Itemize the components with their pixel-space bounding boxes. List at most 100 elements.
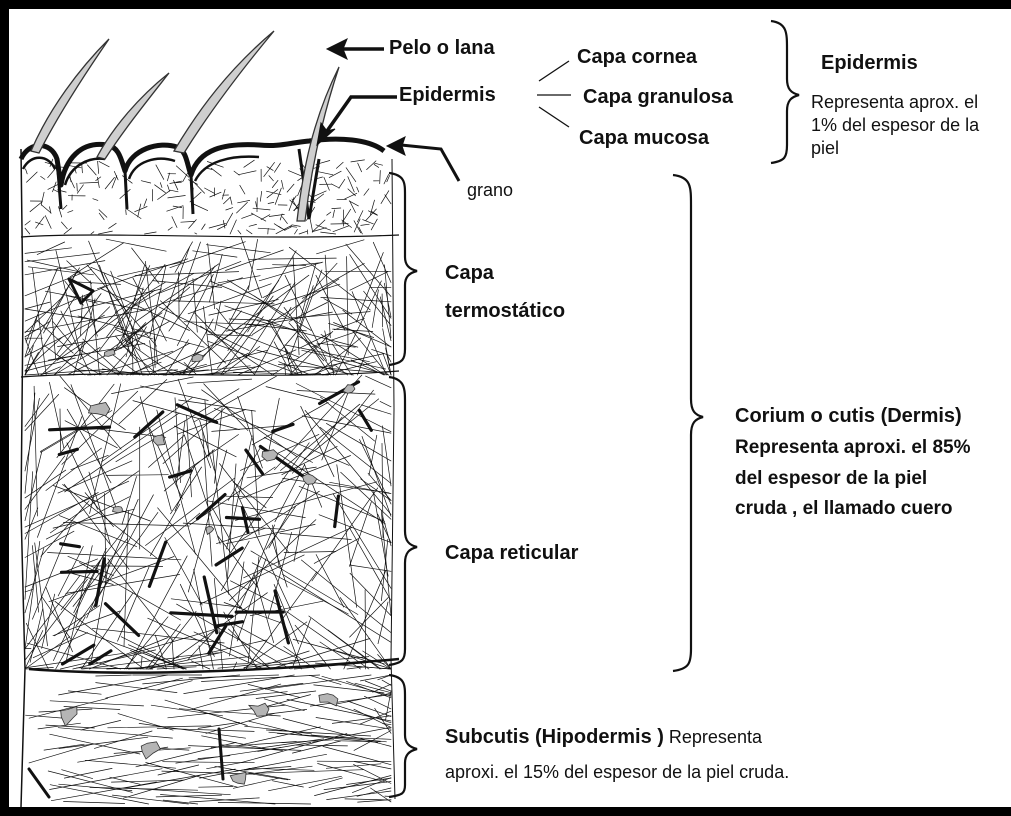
fiber-line	[345, 799, 391, 800]
fiber-line	[158, 765, 199, 775]
fiber-line	[333, 210, 335, 218]
fiber-line	[209, 224, 225, 229]
fiber-line	[336, 162, 343, 168]
fiber-line	[58, 461, 132, 493]
fiber-line	[337, 465, 357, 608]
label-corium-desc-2: del espesor de la piel	[735, 467, 927, 490]
fiber-line	[25, 393, 35, 493]
fiber-line	[41, 192, 44, 205]
fiber-line	[264, 709, 306, 714]
fiber-line	[373, 684, 391, 692]
fiber-line	[105, 177, 114, 189]
fiber-line	[126, 210, 127, 215]
fiber-line	[289, 303, 327, 322]
fiber-line	[343, 310, 391, 347]
fiber-line	[211, 168, 221, 176]
fiber-line	[227, 518, 260, 520]
fiber-line	[272, 781, 303, 787]
fiber-line	[189, 220, 197, 229]
fiber-line	[326, 423, 391, 461]
fiber-line	[80, 182, 98, 183]
fiber-line	[382, 294, 383, 327]
fiber-line	[53, 611, 120, 636]
fiber-line	[256, 202, 257, 207]
fiber-line	[65, 421, 117, 448]
fiber-line	[37, 242, 64, 255]
fiber-line	[350, 573, 391, 615]
fiber-line	[77, 183, 78, 191]
fiber-line	[364, 189, 369, 196]
fiber-line	[289, 247, 370, 310]
fiber-line	[44, 744, 84, 750]
label-capa-granulosa: Capa granulosa	[583, 85, 733, 109]
fiber-line	[65, 413, 180, 492]
fiber-line	[241, 237, 262, 297]
fiber-line	[233, 482, 266, 508]
fiber-line	[41, 367, 61, 375]
fiber-line	[285, 345, 370, 362]
fiber-line	[282, 180, 284, 189]
fiber-line	[85, 493, 113, 527]
fiber-line	[87, 265, 157, 347]
fiber-line	[258, 228, 275, 229]
fiber-line	[243, 324, 306, 331]
fiber-line	[274, 163, 280, 172]
fiber-line	[240, 185, 245, 194]
fiber-line	[314, 685, 384, 693]
fiber-line	[351, 160, 365, 162]
fiber-line	[257, 263, 322, 270]
label-pelo-o-lana: Pelo o lana	[389, 36, 495, 60]
fiber-line	[96, 683, 177, 693]
fiber-line	[25, 248, 72, 254]
fiber-line	[346, 168, 356, 182]
fiber-line	[244, 160, 255, 167]
fiber-line	[261, 215, 270, 220]
fiber-line	[281, 404, 360, 470]
fiber-line	[29, 744, 93, 763]
fiber-line	[372, 349, 391, 356]
fiber-line	[375, 163, 383, 165]
fiber-line	[192, 204, 207, 211]
fiber-line	[63, 205, 67, 209]
fiber-line	[321, 232, 336, 234]
fiber-line	[344, 570, 386, 669]
fiber-line	[226, 208, 233, 210]
fiber-line	[187, 379, 251, 383]
fiber-line	[99, 210, 107, 218]
label-capa-mucosa: Capa mucosa	[579, 126, 709, 150]
fiber-line	[367, 161, 376, 170]
fiber-line	[49, 382, 63, 448]
fiber-line	[345, 193, 357, 199]
fiber-line	[25, 228, 30, 234]
fiber-line	[25, 394, 59, 430]
fiber-line	[348, 189, 356, 196]
fiber-line	[339, 179, 345, 188]
fiber-line	[121, 637, 186, 669]
fiber-line	[249, 258, 336, 259]
label-subcutis-desc-1: Representa	[664, 727, 762, 747]
pointer-arrows	[317, 39, 459, 181]
fiber-line	[384, 283, 391, 317]
fiber-line	[273, 424, 293, 431]
fiber-line	[155, 185, 166, 193]
fiber-line	[227, 464, 236, 582]
fiber-line	[42, 594, 55, 648]
fiber-line	[37, 417, 81, 538]
fiber-line	[46, 497, 129, 539]
fiber-line	[25, 221, 30, 225]
fiber-line	[234, 662, 237, 669]
fiber-line	[155, 247, 189, 341]
fiber-line	[59, 516, 136, 547]
sublayer-connectors	[537, 61, 571, 127]
fiber-line	[380, 171, 381, 184]
fiber-line	[50, 734, 140, 754]
fiber-line	[251, 213, 265, 221]
fiber-line	[50, 701, 144, 706]
fiber-line	[183, 523, 284, 529]
fiber-line	[179, 272, 180, 319]
fiber-line	[300, 286, 314, 328]
fiber-line	[224, 197, 231, 204]
fiber-line	[168, 196, 186, 198]
fiber-line	[252, 279, 339, 335]
fiber-line	[226, 496, 273, 497]
